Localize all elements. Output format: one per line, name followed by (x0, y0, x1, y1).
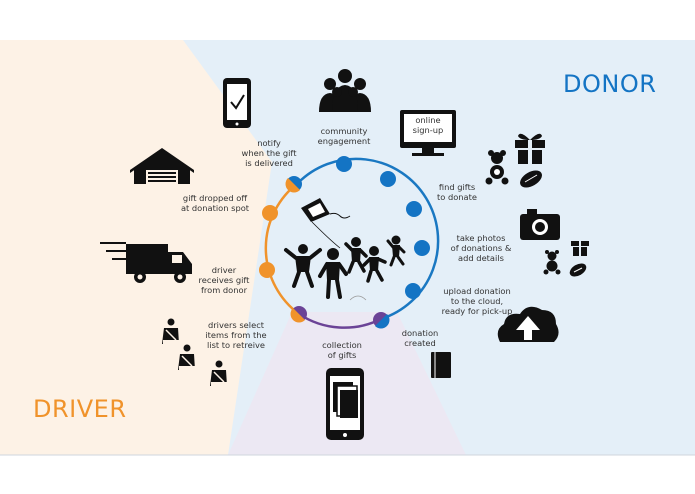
cloud-upload-icon (497, 306, 559, 342)
children-kite-icon (284, 198, 406, 301)
node-drivers-select (290, 306, 307, 323)
node-notify (285, 176, 302, 193)
label-upload-donation: upload donation to the cloud, ready for … (441, 286, 513, 316)
node-driver-receives (259, 262, 275, 278)
people-group-icon (319, 69, 371, 112)
node-take-photos (414, 240, 430, 256)
node-find-gifts (406, 201, 422, 217)
ring-arc-driver (264, 182, 300, 316)
computer-signup-icon (400, 110, 456, 156)
node-signup (380, 171, 396, 187)
camera-icon (520, 209, 560, 240)
node-donation-created (373, 312, 390, 329)
gift-box-icon-small (571, 241, 589, 256)
label-driver-receives: driver receives gift from donor (198, 265, 250, 295)
label-drivers-select: drivers select items from the list to re… (205, 320, 267, 350)
ring-arc-collection (298, 312, 382, 329)
driver-seat-icon (162, 318, 227, 386)
label-community-engagement: community engagement (317, 126, 371, 146)
node-dropped-off (262, 205, 278, 221)
node-upload (405, 283, 421, 299)
garage-icon (130, 148, 194, 184)
football-icon-small (569, 263, 587, 277)
process-ring (259, 156, 440, 329)
label-collection-of-gifts: collection of gifts (322, 340, 362, 360)
teddy-bear-icon-small (543, 250, 561, 275)
delivery-truck-icon (100, 242, 192, 283)
node-community (336, 156, 352, 172)
football-icon (520, 170, 542, 188)
label-donation-created: donation created (401, 328, 439, 348)
driver-title: DRIVER (33, 395, 127, 423)
teddy-bear-icon (485, 150, 509, 185)
donor-title: DONOR (563, 70, 657, 98)
photo-gallery-phone-icon (326, 368, 364, 440)
label-find-gifts: find gifts to donate (436, 182, 477, 202)
gift-box-icon (515, 133, 545, 164)
checkmark-phone-icon (223, 78, 251, 128)
label-online-signup: online sign-up (412, 115, 444, 135)
label-gift-dropped-off: gift dropped off at donation spot (180, 193, 250, 213)
label-take-photos: take photos of donations & add details (450, 233, 512, 263)
book-icon (431, 352, 451, 378)
label-notify-delivered: notify when the gift is delivered (241, 138, 297, 168)
